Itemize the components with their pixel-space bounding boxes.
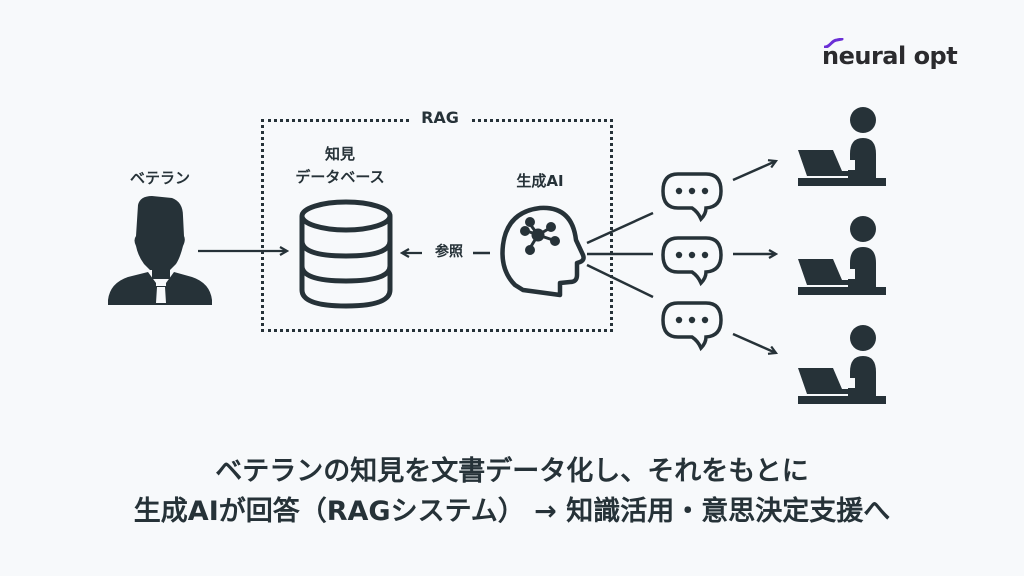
ai-head-icon (500, 205, 586, 298)
ellipsis-dot (675, 251, 683, 259)
ellipsis-dot (701, 316, 709, 324)
caption-line1: ベテランの知見を文書データ化し、それをもとに (215, 456, 809, 487)
user-head (850, 325, 876, 351)
user-laptop-icon (798, 325, 886, 404)
laptop-icon (798, 150, 853, 176)
rag-diagram (108, 107, 886, 404)
ellipsis-dot (675, 187, 683, 195)
rag-label: RAG (410, 107, 470, 129)
ellipsis-dot (675, 316, 683, 324)
database-label-line1: 知見 (324, 145, 355, 163)
speech-bubble-icon (661, 236, 723, 287)
desk (798, 178, 886, 186)
person-tie-icon (108, 196, 212, 305)
user-body (848, 247, 876, 287)
logo-text: neural opt (822, 42, 958, 70)
ai-label: 生成AI (516, 172, 564, 190)
user-head (850, 107, 876, 133)
ellipsis-dot (688, 251, 696, 259)
ellipsis-dot (688, 187, 696, 195)
user-laptop-icon (798, 216, 886, 295)
ellipsis-dot (701, 187, 709, 195)
bubble-to-user-arrows (732, 161, 776, 353)
ellipsis-dot (688, 316, 696, 324)
laptop-icon (798, 368, 853, 394)
desk (798, 396, 886, 404)
caption-line2: 生成AIが回答（RAGシステム） → 知識活用・意思決定支援へ (133, 496, 891, 527)
logo-accent-icon (824, 38, 844, 48)
veteran-label: ベテラン (129, 169, 190, 187)
desk (798, 287, 886, 295)
user-body (848, 356, 876, 396)
laptop-icon (798, 259, 853, 285)
speech-bubble-icon (661, 301, 723, 352)
user-body (848, 138, 876, 178)
database-icon (299, 199, 393, 309)
speech-bubble-icon (661, 172, 723, 223)
network-node-icon (520, 217, 560, 255)
database-label-line2: データベース (295, 168, 385, 186)
user-head (850, 216, 876, 242)
ai-to-bubble-lines (586, 211, 654, 299)
caption: ベテランの知見を文書データ化し、それをもとに 生成AIが回答（RAGシステム） … (0, 452, 1024, 532)
reference-label: 参照 (435, 244, 463, 260)
brand-logo: neural opt (822, 38, 962, 72)
ellipsis-dot (701, 251, 709, 259)
user-laptop-icon (798, 107, 886, 186)
